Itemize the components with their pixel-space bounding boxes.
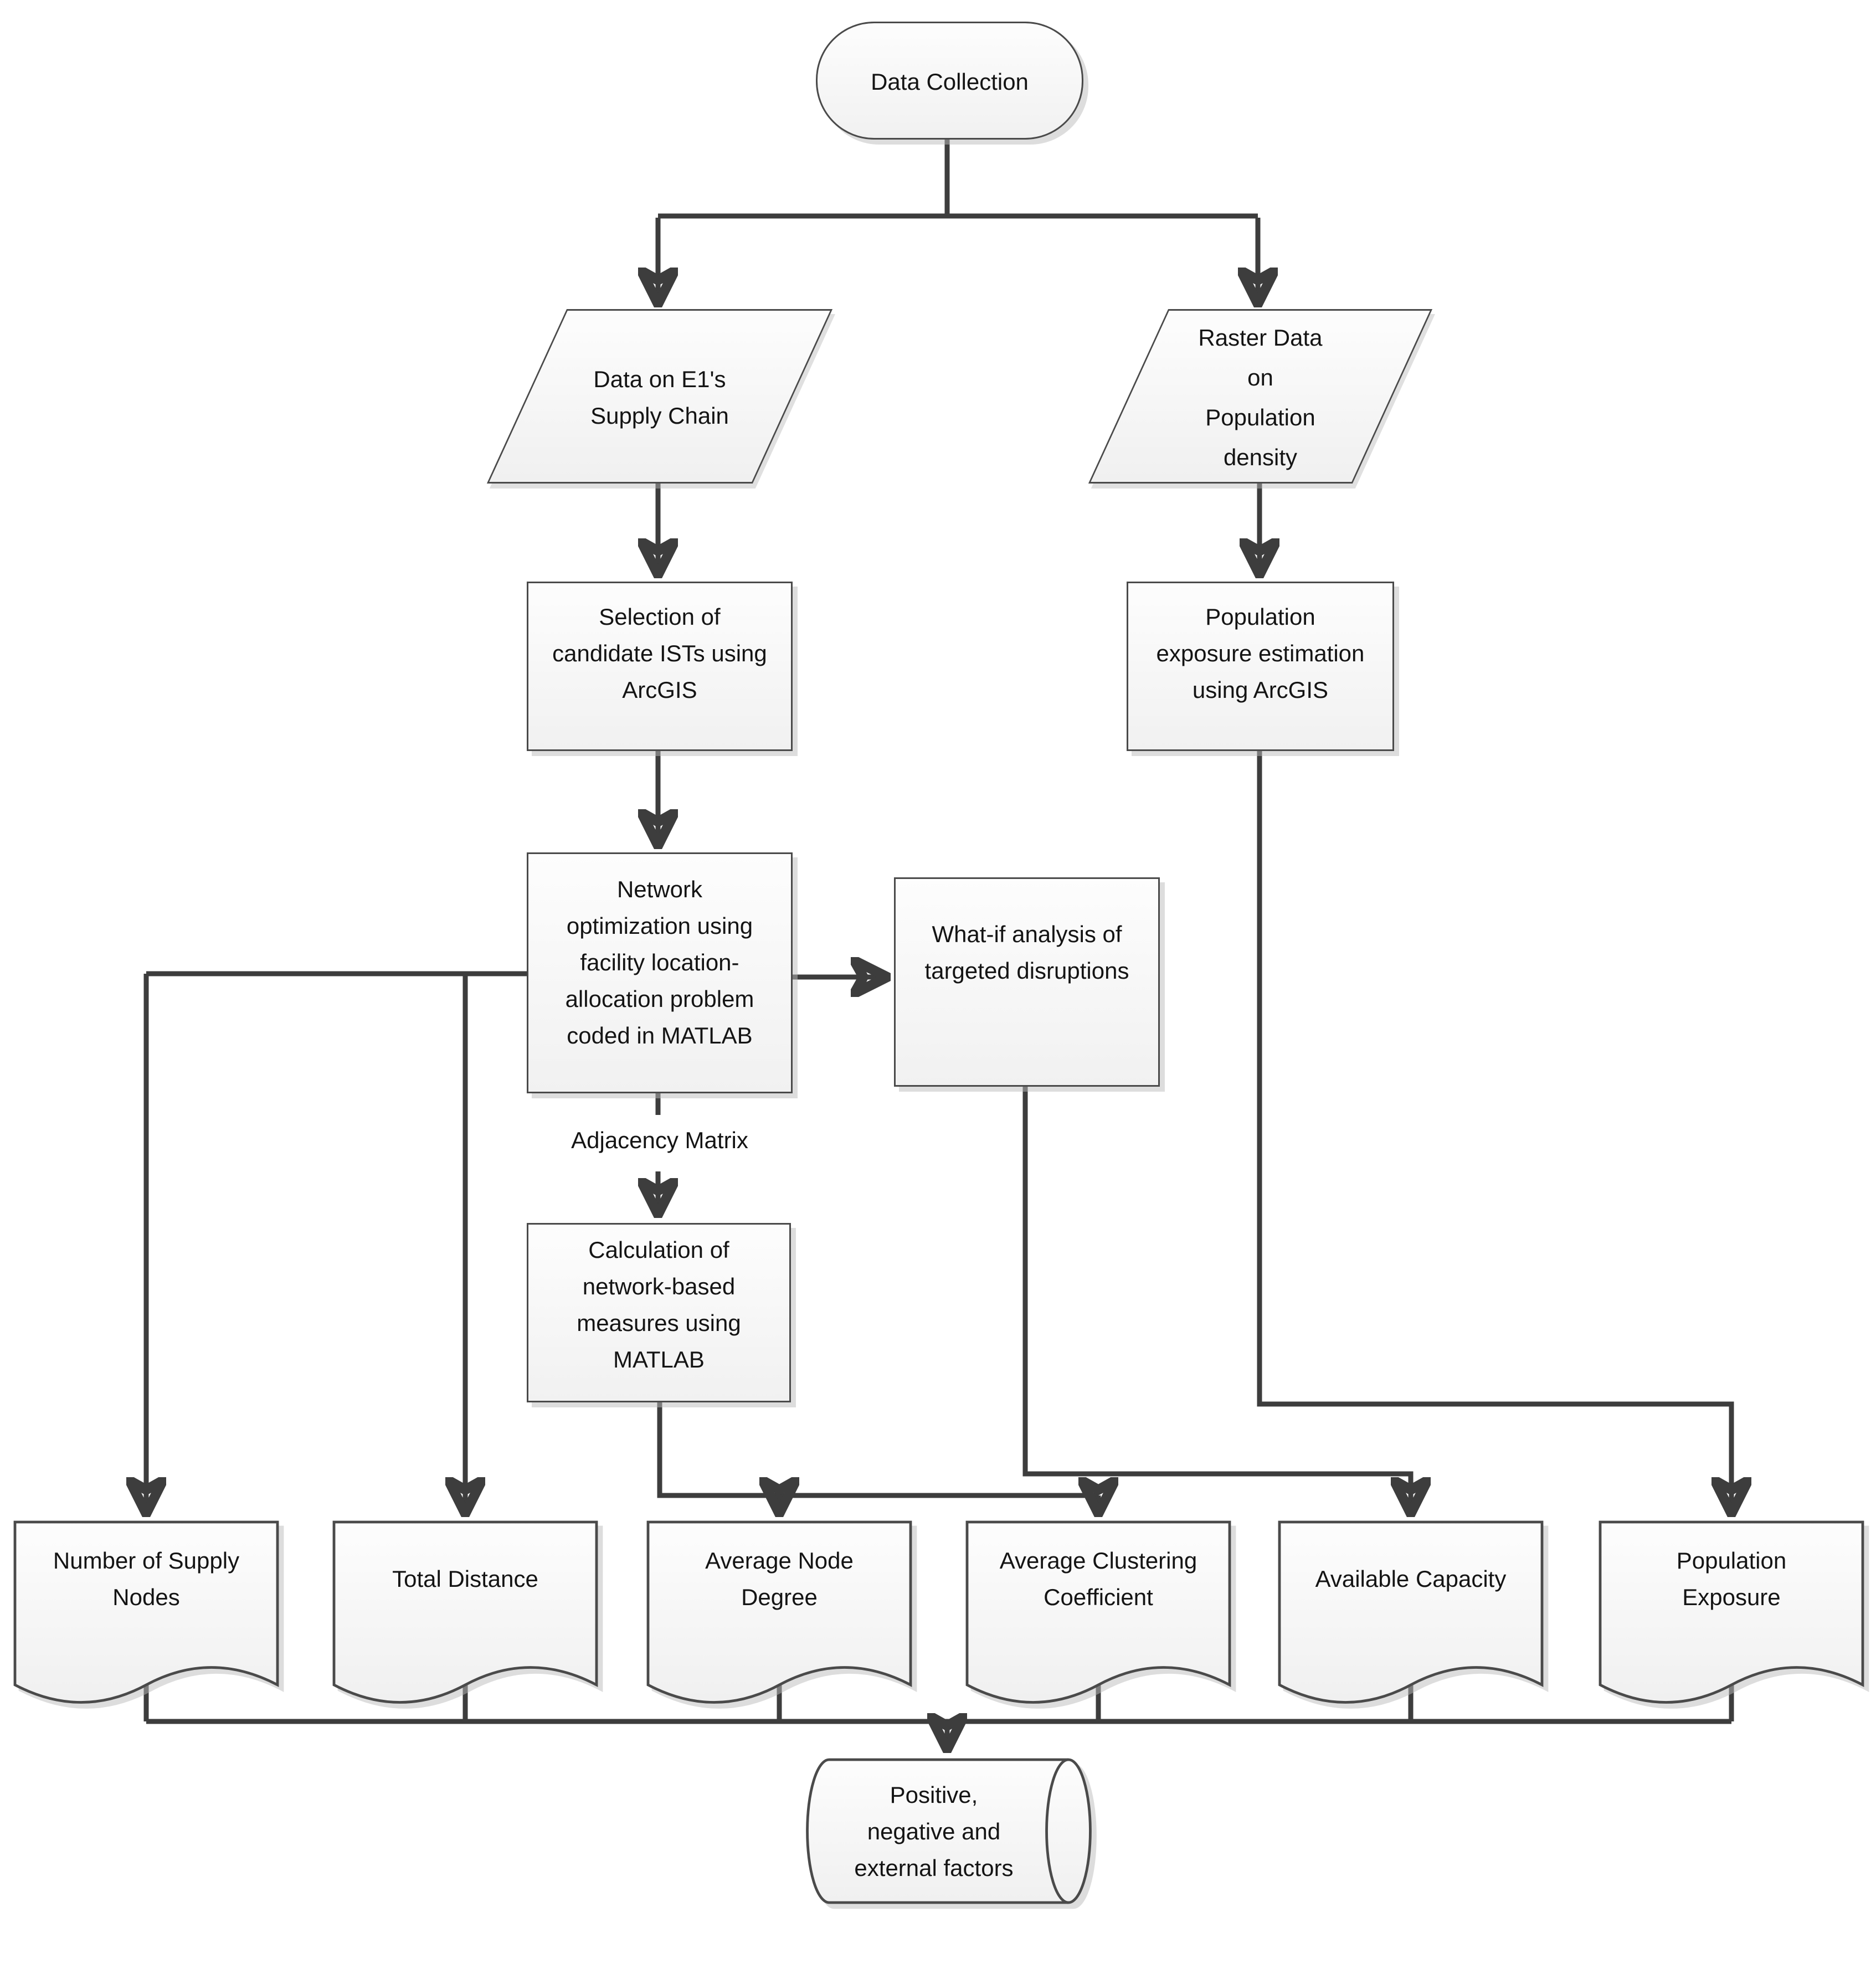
document-shape [646,1520,912,1704]
node-pop-exposure-est: Population exposure estimation using Arc… [1127,582,1394,751]
node-doc-total-distance: Total Distance [332,1520,598,1711]
node-doc-supply-nodes-label: Number of Supply Nodes [53,1546,240,1610]
edge-label-adjacency-matrix: Adjacency Matrix [510,1127,809,1153]
node-external-factors: Positive, negative and external factors [806,1758,1092,1904]
document-shape [1278,1520,1544,1704]
node-doc-available-capacity: Available Capacity [1278,1520,1544,1711]
edge-doc-stubs-and-bus [143,1685,1734,1724]
node-data-collection-label: Data Collection [871,67,1029,94]
node-network-opt-label: Network optimization using facility loca… [565,875,754,1048]
node-network-opt: Network optimization using facility loca… [527,852,793,1093]
edge-datacollection-split [658,136,1258,219]
node-doc-avg-clustering-label: Average Clustering Coefficient [999,1546,1197,1610]
document-shape [1599,1520,1864,1704]
node-select-ists: Selection of candidate ISTs using ArcGIS [527,582,793,751]
node-doc-avg-node-degree-label: Average Node Degree [705,1546,854,1610]
node-doc-available-capacity-label: Available Capacity [1315,1564,1507,1591]
node-supply-chain-data-label: Data on E1's Supply Chain [590,364,729,428]
node-doc-pop-exposure: Population Exposure [1599,1520,1864,1711]
node-doc-supply-nodes: Number of Supply Nodes [13,1520,279,1711]
node-pop-exposure-est-label: Population exposure estimation using Arc… [1156,603,1365,703]
node-doc-pop-exposure-label: Population Exposure [1676,1546,1787,1610]
document-shape [13,1520,279,1704]
document-shape [965,1520,1231,1704]
cylinder-shape [806,1758,1092,1904]
node-calc-measures-label: Calculation of network-based measures us… [577,1236,741,1372]
node-select-ists-label: Selection of candidate ISTs using ArcGIS [552,603,767,703]
node-external-factors-label: Positive, negative and external factors [854,1781,1014,1881]
edge-calc-down-right [657,1402,1098,1498]
node-supply-chain-data: Data on E1's Supply Chain [486,309,833,484]
edge-pop-est-to-pop-exposure [1257,751,1731,1514]
node-calc-measures: Calculation of network-based measures us… [527,1223,791,1402]
node-what-if: What-if analysis of targeted disruptions [894,877,1160,1087]
node-what-if-label: What-if analysis of targeted disruptions [924,921,1129,984]
node-raster-data: Raster Data on Population density [1088,309,1433,484]
document-shape [332,1520,598,1704]
node-data-collection: Data Collection [816,22,1083,140]
node-raster-data-label: Raster Data on Population density [1198,323,1323,470]
node-doc-avg-node-degree: Average Node Degree [646,1520,912,1711]
edge-whatif-to-available-capacity [1022,1087,1411,1514]
adjacency-matrix-text: Adjacency Matrix [571,1127,748,1153]
node-doc-total-distance-label: Total Distance [392,1564,538,1591]
node-doc-avg-clustering: Average Clustering Coefficient [965,1520,1231,1711]
